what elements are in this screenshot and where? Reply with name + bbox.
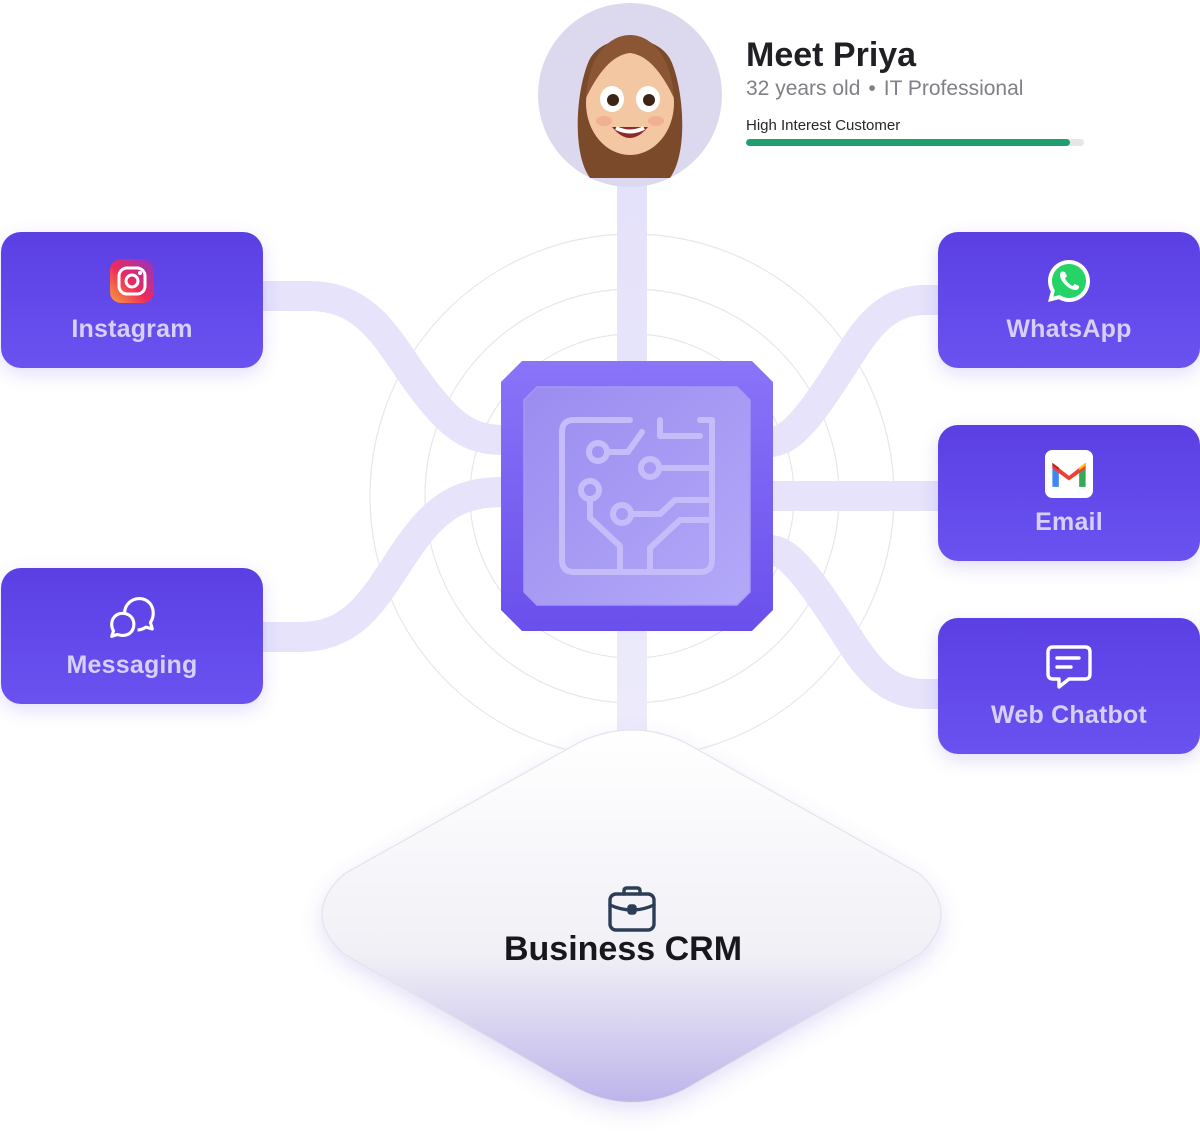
connector-instagram bbox=[262, 281, 506, 455]
channel-card-instagram[interactable]: Instagram bbox=[1, 232, 263, 368]
briefcase-icon bbox=[607, 885, 657, 933]
instagram-icon bbox=[108, 257, 156, 305]
channel-label: WhatsApp bbox=[1006, 314, 1132, 343]
crm-platform bbox=[321, 729, 942, 1103]
avatar-illustration bbox=[577, 35, 683, 178]
connector-whatsapp bbox=[768, 285, 938, 457]
persona-tag: High Interest Customer bbox=[746, 117, 901, 134]
channel-card-messaging[interactable]: Messaging bbox=[1, 568, 263, 704]
interest-progress-fill bbox=[746, 139, 1071, 146]
hub-chip bbox=[501, 361, 773, 631]
connector-webchatbot bbox=[768, 535, 938, 709]
channel-card-webchatbot[interactable]: Web Chatbot bbox=[938, 618, 1200, 754]
gmail-icon bbox=[1045, 449, 1093, 498]
crm-label: Business CRM bbox=[503, 930, 743, 968]
persona-profession: IT Professional bbox=[883, 77, 1024, 100]
channel-card-whatsapp[interactable]: WhatsApp bbox=[938, 232, 1200, 368]
channel-label: Messaging bbox=[66, 650, 198, 679]
meta-separator: • bbox=[868, 77, 876, 100]
persona-name: Meet Priya bbox=[746, 36, 917, 74]
channel-label: Instagram bbox=[71, 314, 193, 343]
circuit-chip-icon bbox=[559, 417, 715, 575]
channel-label: Web Chatbot bbox=[991, 700, 1147, 729]
connector-messaging bbox=[262, 477, 506, 652]
whatsapp-icon bbox=[1045, 257, 1093, 305]
persona-avatar bbox=[538, 3, 722, 187]
persona-meta: 32 years old • IT Professional bbox=[746, 77, 1023, 101]
persona-age: 32 years old bbox=[746, 77, 861, 100]
chat-message-icon bbox=[1045, 643, 1093, 691]
channel-label: Email bbox=[1035, 507, 1103, 536]
channel-card-email[interactable]: Email bbox=[938, 425, 1200, 561]
connectors bbox=[262, 281, 938, 709]
chat-bubbles-icon bbox=[108, 593, 156, 641]
interest-progress-bar bbox=[746, 139, 1084, 146]
